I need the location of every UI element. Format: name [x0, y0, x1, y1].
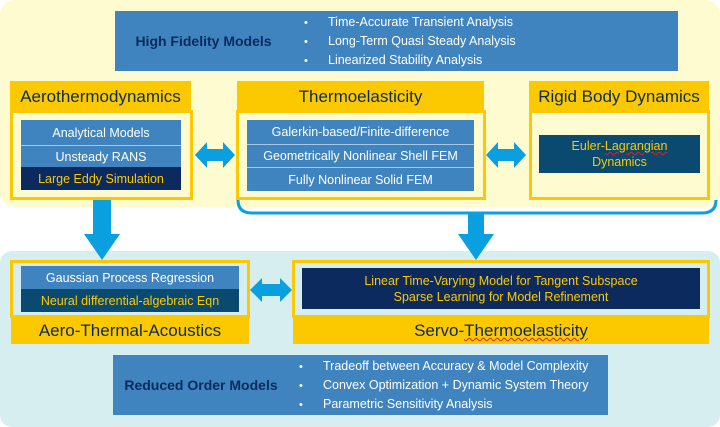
ata-item-neural-dae: Neural differential-algebraic Eqn — [21, 289, 239, 312]
aero-thermal-acoustics-header: Aero-Thermal-Acoustics — [11, 318, 249, 344]
rigid-body-frame — [529, 110, 710, 200]
rigid-item-euler-lagrangian: Euler-Lagrangian Dynamics — [539, 135, 700, 173]
thermoelasticity-header: Thermoelasticity — [237, 81, 484, 113]
bullet-item: Linearized Stability Analysis — [304, 51, 516, 70]
down-arrow-aero — [84, 200, 120, 260]
servo-thermoelasticity-header: Servo-Thermoelasticity — [293, 318, 709, 344]
reduced-order-title: Reduced Order Models — [124, 377, 278, 393]
servo-item-ltv-model: Linear Time-Varying Model for Tangent Su… — [364, 273, 638, 288]
double-arrow-aero-thermo — [195, 142, 235, 168]
thermo-item-solid-fem: Fully Nonlinear Solid FEM — [247, 167, 474, 191]
servo-item-sparse-learning: Sparse Learning for Model Refinement — [393, 289, 609, 304]
thermoelasticity-frame — [236, 110, 486, 200]
servo-items-box: Linear Time-Varying Model for Tangent Su… — [302, 268, 700, 309]
bullet-item: Convex Optimization + Dynamic System The… — [299, 376, 589, 395]
aero-item-large-eddy-simulation: Large Eddy Simulation — [21, 167, 181, 190]
ata-item-gaussian-process: Gaussian Process Regression — [21, 266, 239, 289]
bullet-item: Tradeoff between Accuracy & Model Comple… — [299, 357, 589, 376]
aerothermodynamics-frame — [10, 110, 193, 200]
double-arrow-ata-servo — [250, 278, 292, 302]
servo-thermoelasticity-frame — [292, 260, 710, 318]
aero-item-analytical-models: Analytical Models — [21, 120, 181, 145]
bullet-item: Long-Term Quasi Steady Analysis — [304, 32, 516, 51]
aero-thermal-acoustics-frame — [10, 260, 250, 318]
aero-item-unsteady-rans: Unsteady RANS — [21, 145, 181, 167]
bullet-item: Parametric Sensitivity Analysis — [299, 395, 589, 414]
euler-lagrangian-line2: Dynamics — [592, 155, 647, 169]
high-fidelity-bullets: Time-Accurate Transient Analysis Long-Te… — [304, 13, 516, 70]
high-fidelity-banner: High Fidelity Models Time-Accurate Trans… — [115, 11, 678, 71]
down-arrow-servo — [458, 213, 494, 260]
high-fidelity-title: High Fidelity Models — [135, 33, 272, 49]
reduced-order-banner: Reduced Order Models Tradeoff between Ac… — [113, 355, 608, 415]
thermo-item-shell-fem: Geometrically Nonlinear Shell FEM — [247, 144, 474, 167]
bullet-item: Time-Accurate Transient Analysis — [304, 13, 516, 32]
double-arrow-thermo-rigid — [486, 142, 526, 168]
thermo-item-galerkin: Galerkin-based/Finite-difference — [247, 120, 474, 144]
reduced-order-bullets: Tradeoff between Accuracy & Model Comple… — [299, 357, 589, 414]
rigid-body-header: Rigid Body Dynamics — [529, 81, 709, 113]
euler-lagrangian-line1: Euler-Lagrangian — [571, 139, 668, 153]
aerothermodynamics-header: Aerothermodynamics — [10, 81, 191, 113]
